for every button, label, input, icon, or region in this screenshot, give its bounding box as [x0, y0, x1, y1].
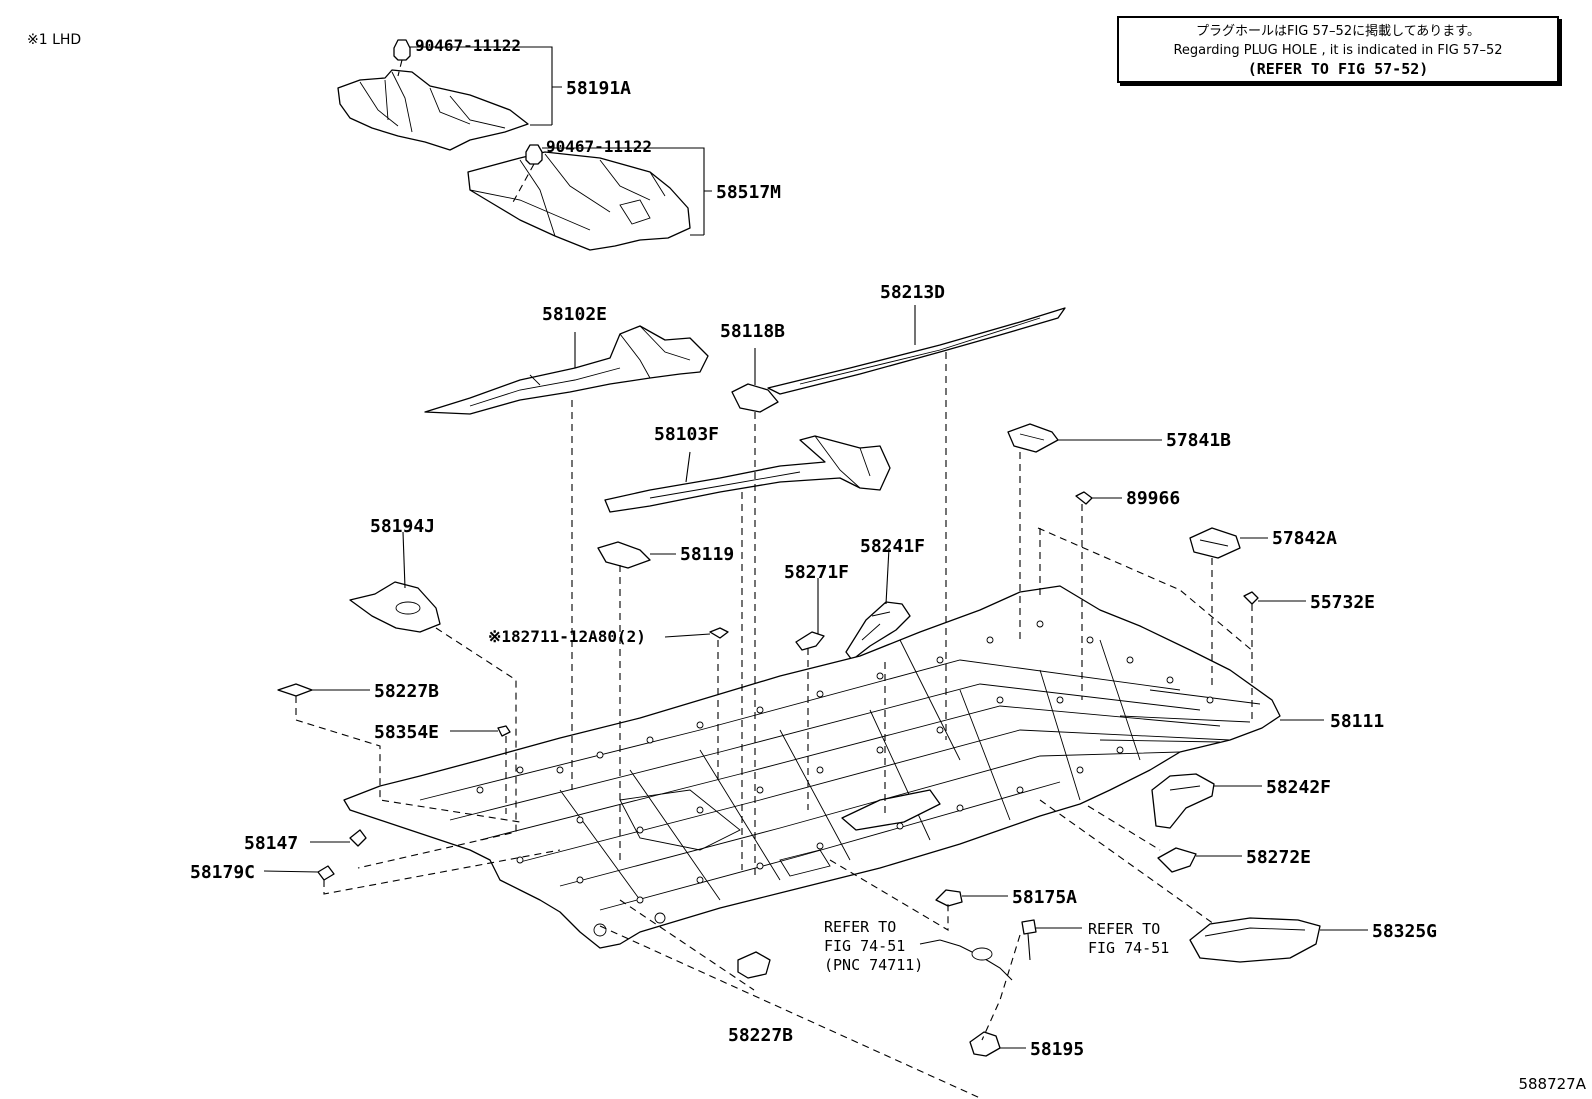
label-58119[interactable]: 58119 — [680, 544, 734, 565]
part-58227B-bottom-plate[interactable] — [737, 951, 771, 979]
clip-90467-top[interactable] — [393, 39, 411, 61]
ref2-line1[interactable]: REFER TO — [1088, 920, 1160, 938]
part-58194J-bracket[interactable] — [349, 581, 441, 633]
label-58517M[interactable]: 58517M — [716, 182, 781, 203]
label-90467-top[interactable]: 90467-11122 — [415, 36, 521, 55]
ref1-line1[interactable]: REFER TO — [824, 918, 896, 936]
part-58195-bracket[interactable] — [969, 1031, 1001, 1057]
lhd-note: ※1 LHD — [27, 32, 82, 48]
label-58111[interactable]: 58111 — [1330, 711, 1384, 732]
part-58271F-bracket[interactable] — [795, 631, 825, 651]
clip-90467-mid[interactable] — [525, 144, 543, 165]
part-58103F-member[interactable] — [604, 435, 891, 513]
label-58103F[interactable]: 58103F — [654, 424, 719, 445]
part-58147-clip[interactable] — [349, 829, 367, 847]
reference-labels: REFER TO FIG 74-51 (PNC 74711) REFER TO … — [824, 918, 1169, 974]
label-58241F[interactable]: 58241F — [860, 536, 925, 557]
label-58175A[interactable]: 58175A — [1012, 887, 1077, 908]
label-58213D[interactable]: 58213D — [880, 282, 945, 303]
plug-hole-note-ref: (REFER TO FIG 57-52) — [1247, 60, 1429, 78]
ref1-line2[interactable]: FIG 74-51 — [824, 937, 905, 955]
part-58118B-bracket[interactable] — [731, 383, 779, 413]
part-58111-floor-pan[interactable] — [343, 585, 1281, 949]
dashed-guide-lines — [295, 352, 1255, 1099]
label-58147[interactable]: 58147 — [244, 833, 298, 854]
label-58242F[interactable]: 58242F — [1266, 777, 1331, 798]
part-58517M-silencer[interactable] — [467, 151, 691, 251]
part-bolt-74-51[interactable] — [1021, 919, 1037, 961]
label-58271F[interactable]: 58271F — [784, 562, 849, 583]
label-58191A[interactable]: 58191A — [566, 78, 631, 99]
label-57841B[interactable]: 57841B — [1166, 430, 1231, 451]
ref2-line2[interactable]: FIG 74-51 — [1088, 939, 1169, 957]
label-58227B-left[interactable]: 58227B — [374, 681, 439, 702]
part-labels: 90467-11122 58191A 90467-11122 58517M 58… — [190, 36, 1437, 1060]
label-58227B-bottom[interactable]: 58227B — [728, 1025, 793, 1046]
label-58102E[interactable]: 58102E — [542, 304, 607, 325]
part-58191A-silencer[interactable] — [337, 69, 529, 151]
label-58272E[interactable]: 58272E — [1246, 847, 1311, 868]
part-58102E-member[interactable] — [424, 325, 709, 415]
label-58194J[interactable]: 58194J — [370, 516, 435, 537]
figure-code: 588727A — [1518, 1075, 1586, 1093]
plug-hole-note-box: プラグホールはFIG 57–52に掲載してあります。 Regarding PLU… — [1117, 16, 1559, 83]
floor-holes — [476, 620, 1214, 937]
part-58272E-bracket[interactable] — [1157, 847, 1197, 873]
part-55732E-clip[interactable] — [1243, 591, 1259, 605]
part-58227B-left-plate[interactable] — [277, 683, 313, 697]
leader-lines — [263, 46, 1368, 1049]
label-58195[interactable]: 58195 — [1030, 1039, 1084, 1060]
part-57841B-bracket[interactable] — [1007, 423, 1059, 453]
label-90467-mid[interactable]: 90467-11122 — [546, 137, 652, 156]
part-58119-bracket[interactable] — [597, 541, 651, 569]
label-57842A[interactable]: 57842A — [1272, 528, 1337, 549]
label-89966[interactable]: 89966 — [1126, 488, 1180, 509]
ref1-line3[interactable]: (PNC 74711) — [824, 956, 923, 974]
part-58175A-cap[interactable] — [935, 889, 963, 907]
label-58354E[interactable]: 58354E — [374, 722, 439, 743]
label-55732E[interactable]: 55732E — [1310, 592, 1375, 613]
plug-hole-note-jp: プラグホールはFIG 57–52に掲載してあります。 — [1195, 24, 1481, 39]
plug-hole-note-en: Regarding PLUG HOLE , it is indicated in… — [1173, 43, 1503, 58]
part-58241F-bracket[interactable] — [845, 601, 911, 661]
part-58213D-rail[interactable] — [767, 307, 1066, 395]
part-58325G-cover[interactable] — [1189, 917, 1321, 963]
label-58325G[interactable]: 58325G — [1372, 921, 1437, 942]
label-58179C[interactable]: 58179C — [190, 862, 255, 883]
label-182711[interactable]: ※182711-12A80(2) — [488, 627, 646, 646]
part-wire-harness-74711[interactable] — [939, 939, 1013, 981]
part-58354E-clip[interactable] — [497, 725, 511, 737]
part-89966-clip[interactable] — [1075, 491, 1093, 505]
label-58118B[interactable]: 58118B — [720, 321, 785, 342]
part-58179C-clip[interactable] — [317, 865, 335, 881]
part-57842A-bracket[interactable] — [1189, 527, 1241, 559]
part-58242F-bracket[interactable] — [1151, 773, 1215, 829]
part-182711-clip[interactable] — [709, 627, 729, 639]
